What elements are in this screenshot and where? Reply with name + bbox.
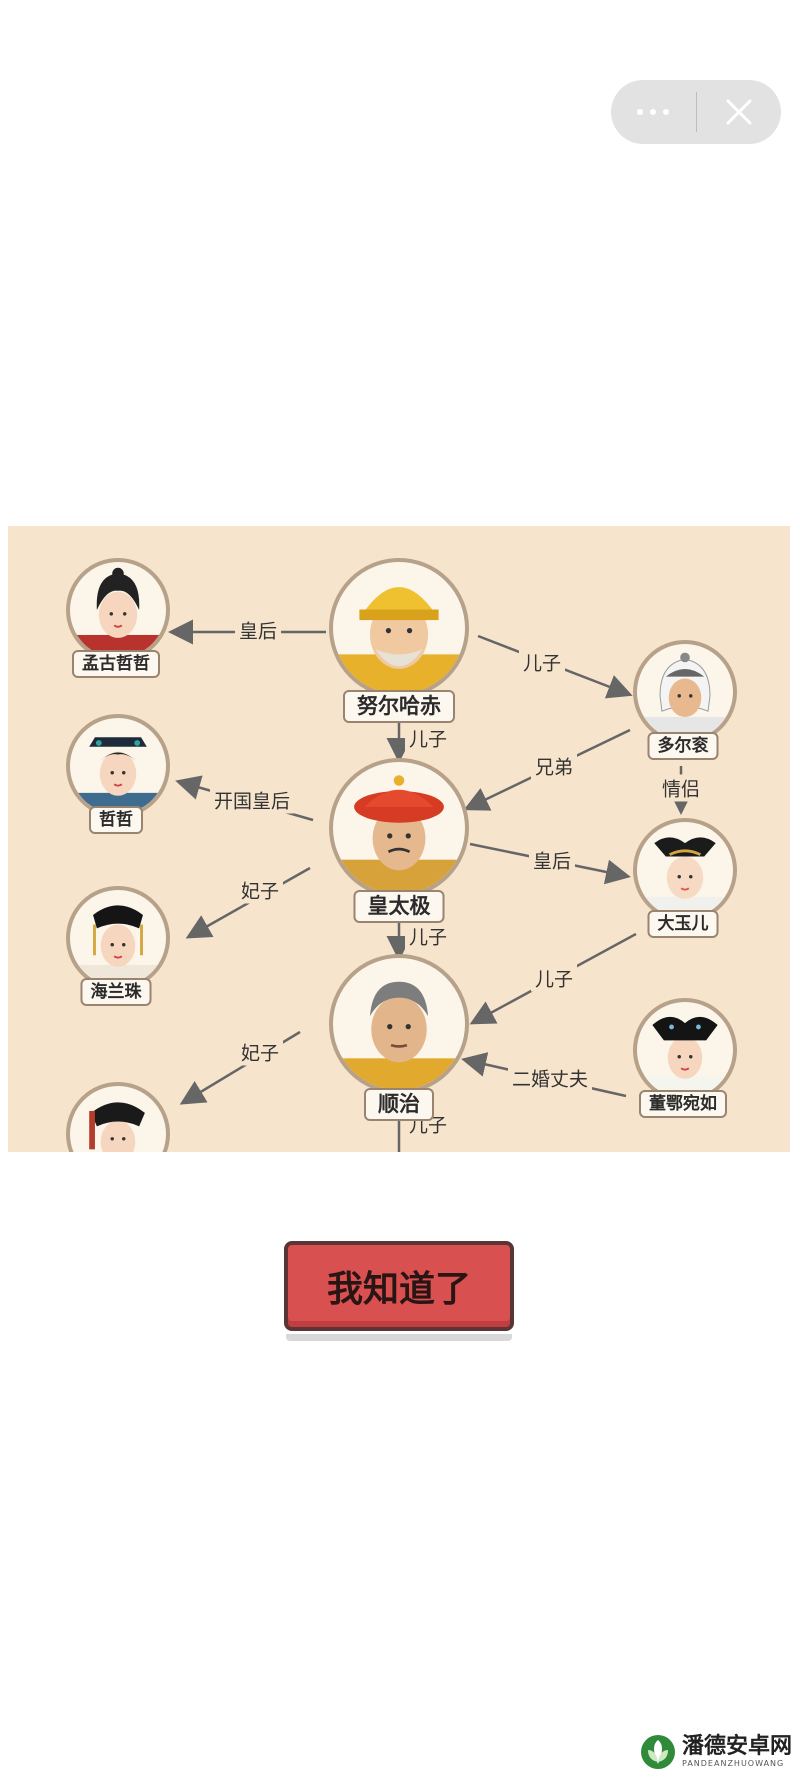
watermark-title: 潘德安卓网 [682,1734,793,1759]
relation-label: 儿子 [518,648,566,676]
relation-label: 开国皇后 [209,786,295,814]
i-know-button[interactable]: 我知道了 [284,1241,514,1331]
person-name: 孟古哲哲 [72,650,160,678]
dayuer-portrait-icon [633,818,737,922]
more-dots-icon [637,109,670,115]
person-name: 多尔衮 [647,732,719,760]
person-name: 董鄂宛如 [639,1090,727,1118]
close-button[interactable] [697,80,782,144]
close-icon [726,99,752,125]
relation-label: 妃子 [236,876,284,904]
relation-label: 妃子 [236,1038,284,1066]
relation-label: 儿子 [404,922,452,950]
leaf-logo-icon [641,1735,675,1769]
nurhaci-portrait-icon [329,558,469,698]
relation-label: 兄弟 [530,752,578,780]
shunzhi-portrait-icon [329,954,469,1094]
consort-portrait-icon [66,1082,170,1152]
relation-label: 情侣 [657,774,705,802]
relation-label: 皇后 [234,616,282,644]
relation-label: 儿子 [530,964,578,992]
watermark-subtitle: PANDEANZHUOWANG [682,1759,785,1768]
person-name: 海兰珠 [80,978,152,1006]
person-name: 努尔哈赤 [343,690,455,723]
person-name: 大玉儿 [647,910,719,938]
hailanzhu-portrait-icon [66,886,170,990]
person-name: 皇太极 [353,890,445,923]
dorgon-portrait-icon [633,640,737,744]
relation-label: 皇后 [528,846,576,874]
capsule-divider [695,92,697,132]
relation-label: 儿子 [404,724,452,752]
dongge-wanru-portrait-icon [633,998,737,1102]
huangtaiji-portrait-icon [329,758,469,898]
menggu-zhezhe-portrait-icon [66,558,170,662]
person-name: 顺治 [364,1088,434,1121]
relationship-chart: 皇后 儿子 儿子 兄弟 情侣 开国皇后 皇后 妃子 儿子 儿子 妃子 二婚丈夫 … [8,526,790,1152]
more-button[interactable] [611,80,696,144]
site-watermark: 潘德安卓网 PANDEANZHUOWANG [640,1734,792,1770]
zhezhe-portrait-icon [66,714,170,818]
button-shadow [286,1334,512,1341]
person-name: 哲哲 [89,806,143,834]
relation-label: 二婚丈夫 [507,1064,593,1092]
miniprogram-capsule [611,80,781,144]
